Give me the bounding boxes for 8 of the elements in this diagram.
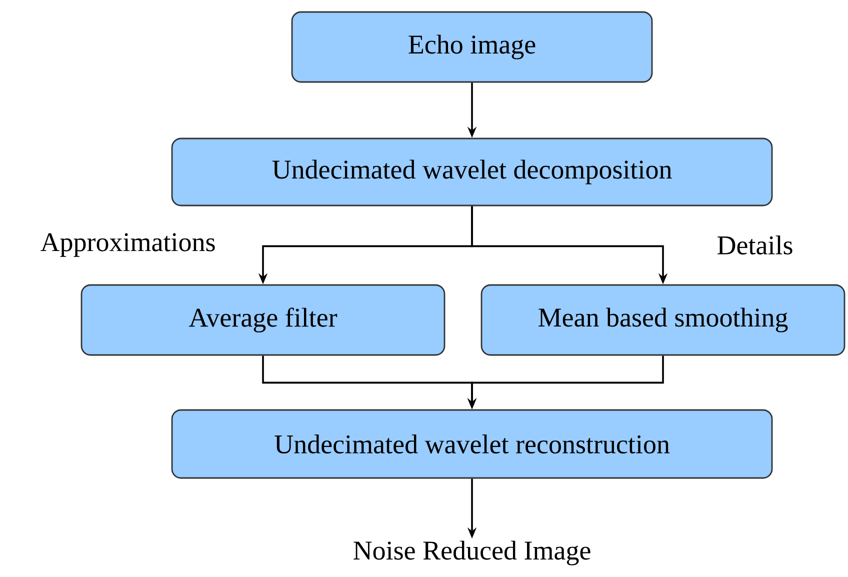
edge-label: Approximations	[39, 232, 217, 258]
process-box: Echo image	[291, 11, 653, 83]
edge-label: Details	[716, 234, 794, 256]
process-box: Undecimated wavelet decomposition	[171, 138, 773, 206]
process-box: Undecimated wavelet reconstruction	[171, 409, 773, 479]
output-label: Noise Reduced Image	[354, 540, 590, 566]
process-box: Mean based smoothing	[480, 284, 846, 356]
process-box: Average filter	[80, 284, 446, 356]
